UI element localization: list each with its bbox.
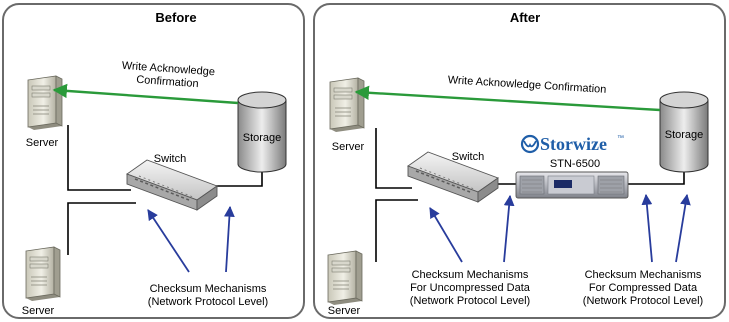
after-title: After [510, 10, 540, 25]
after-server-bottom-label: Server [328, 305, 361, 317]
before-ack-arrow [52, 83, 239, 105]
before-network-line-storage [216, 168, 263, 187]
server-icon [329, 77, 365, 133]
checksum-compressed-line2: For Compressed Data [589, 282, 698, 294]
checksum-uncompressed-line2: For Uncompressed Data [410, 282, 531, 294]
checksum-compressed-line3: (Network Protocol Level) [583, 295, 703, 307]
after-ack-arrow [354, 85, 661, 112]
brand-trademark: ™ [617, 135, 624, 142]
after-network-line-bottom [375, 199, 418, 262]
before-checksum-line2: (Network Protocol Level) [148, 296, 268, 308]
after-checksum-compressed-arrow-right [675, 193, 691, 263]
after-server-top-label: Server [332, 141, 365, 153]
before-server-bottom-label: Server [22, 305, 55, 317]
before-panel: Before Server Server Storage Switch Writ… [2, 3, 305, 319]
before-network-line-bottom [67, 202, 136, 255]
after-network-line-top [375, 128, 412, 189]
checksum-compressed-line1: Checksum Mechanisms [585, 269, 702, 281]
appliance-model-label: STN-6500 [550, 158, 600, 170]
before-ack-line2: Confirmation [136, 74, 199, 90]
server-icon [27, 75, 63, 131]
checksum-uncompressed-line1: Checksum Mechanisms [412, 269, 529, 281]
before-ack-label: Write Acknowledge Confirmation [121, 60, 215, 90]
server-icon [25, 246, 61, 302]
after-checksum-uncompressed-arrow-left [429, 207, 463, 263]
before-title: Before [155, 10, 196, 25]
before-network-line-top [67, 125, 131, 191]
checksum-uncompressed-line3: (Network Protocol Level) [410, 295, 530, 307]
after-checksum-uncompressed-arrow-right [503, 194, 515, 263]
storwize-logo: Storwize ™ STN-6500 [520, 134, 624, 170]
after-switch-label: Switch [452, 151, 484, 163]
server-icon [327, 250, 363, 306]
storwize-appliance-icon [515, 171, 629, 199]
after-storage-label: Storage [665, 129, 704, 141]
after-panel: After Server Server Storage Switch Storw… [313, 3, 726, 319]
before-checksum-arrow-right [224, 205, 235, 273]
before-checksum-arrow-left [147, 209, 190, 273]
before-storage-label: Storage [243, 132, 282, 144]
before-checksum-line1: Checksum Mechanisms [150, 283, 267, 295]
before-server-top-label: Server [26, 137, 59, 149]
after-checksum-compressed-arrow-left [641, 193, 653, 263]
before-switch-label: Switch [154, 153, 186, 165]
brand-name: Storwize [540, 134, 607, 154]
